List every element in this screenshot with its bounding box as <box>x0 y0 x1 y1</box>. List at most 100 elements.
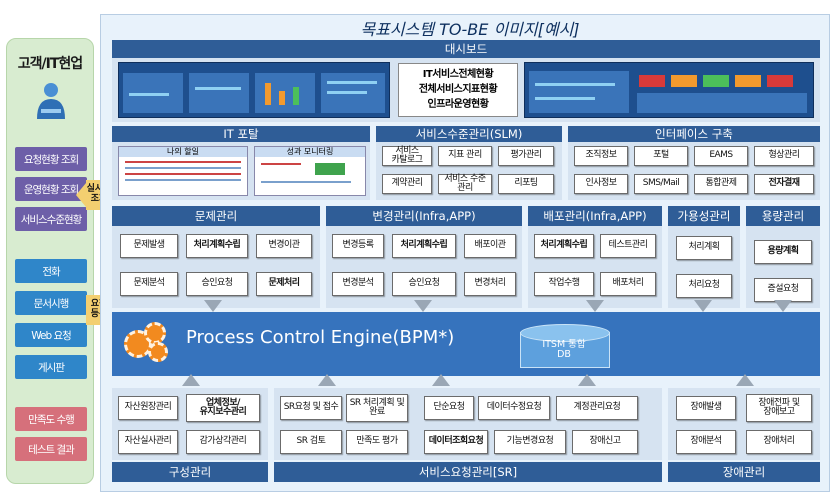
sr-incident-report[interactable]: 장애신고 <box>572 430 638 454</box>
interface-header: 인터페이스 구축 <box>568 126 820 142</box>
capacity-expansion-request[interactable]: 증설요청 <box>754 278 812 302</box>
portal-performance-title: 성과 모니터링 <box>255 147 365 157</box>
interface-eams[interactable]: EAMS <box>694 146 748 166</box>
slm-catalog[interactable]: 서비스 카탈로그 <box>382 146 432 166</box>
release-processing[interactable]: 배포처리 <box>600 272 656 296</box>
interface-sms-mail[interactable]: SMS/Mail <box>634 174 688 194</box>
slm-evaluation[interactable]: 평가관리 <box>498 146 554 166</box>
sr-account-request[interactable]: 계정관리요청 <box>556 396 638 420</box>
availability-plan[interactable]: 처리계획 <box>676 236 732 260</box>
process-engine-label: Process Control Engine(BPM*) <box>186 327 455 348</box>
config-asset-ledger[interactable]: 자산원장관리 <box>118 396 178 420</box>
itsm-db-label: ITSM 통합 DB <box>542 339 586 361</box>
dashboard-screenshot-left <box>118 62 390 118</box>
problem-header: 문제관리 <box>112 206 320 226</box>
problem-plan[interactable]: 처리계획수립 <box>186 234 248 258</box>
interface-portal[interactable]: 포털 <box>634 146 688 166</box>
release-plan[interactable]: 처리계획수립 <box>534 234 594 258</box>
problem-occurrence[interactable]: 문제발생 <box>120 234 178 258</box>
release-test-management[interactable]: 테스트관리 <box>600 234 656 258</box>
availability-header: 가용성관리 <box>668 206 740 226</box>
problem-processing[interactable]: 문제처리 <box>256 272 312 296</box>
slm-reporting[interactable]: 리포팅 <box>498 174 554 194</box>
release-header: 배포관리(Infra,APP) <box>528 206 662 226</box>
database-icon-top <box>520 324 610 342</box>
sr-satisfaction[interactable]: 만족도 평가 <box>346 430 408 454</box>
incident-processing[interactable]: 장애처리 <box>746 430 812 454</box>
gear-icon-tiny <box>148 342 168 362</box>
customer-panel: 고객/IT현업 요청현황 조회 운영현황 조회 서비스수준현황 전화 문서시행 … <box>6 38 94 484</box>
overview-line-2: 전체서비스지표현황 <box>418 84 498 95</box>
sr-data-query-request[interactable]: 데이터조회요청 <box>424 430 488 454</box>
arrow-up-incident <box>736 374 754 386</box>
sr-request-receipt[interactable]: SR요청 및 접수 <box>280 396 342 420</box>
process-engine-bar <box>112 312 820 376</box>
change-processing[interactable]: 변경처리 <box>464 272 516 296</box>
change-header: 변경관리(Infra,APP) <box>326 206 522 226</box>
sr-footer: 서비스요청관리[SR] <box>274 462 662 482</box>
portal-todo-panel: 나의 할일 <box>118 146 248 196</box>
capacity-plan[interactable]: 용량계획 <box>754 240 812 264</box>
slm-contract[interactable]: 계약관리 <box>382 174 432 194</box>
change-release-transfer[interactable]: 배포이관 <box>464 234 516 258</box>
config-asset-audit[interactable]: 자산실사관리 <box>118 430 178 454</box>
problem-change-transfer[interactable]: 변경이관 <box>256 234 312 258</box>
person-icon <box>37 83 65 119</box>
change-analysis[interactable]: 변경분석 <box>332 272 384 296</box>
sr-data-modify-request[interactable]: 데이터수정요청 <box>478 396 550 420</box>
problem-analysis[interactable]: 문제분석 <box>120 272 178 296</box>
sr-function-change-request[interactable]: 기능변경요청 <box>494 430 566 454</box>
incident-footer: 장애관리 <box>668 462 820 482</box>
left-item-request-status[interactable]: 요청현황 조회 <box>15 147 87 171</box>
incident-occurrence[interactable]: 장애발생 <box>676 396 736 420</box>
interface-org-info[interactable]: 조직정보 <box>574 146 628 166</box>
change-plan[interactable]: 처리계획수립 <box>392 234 456 258</box>
incident-analysis[interactable]: 장애분석 <box>676 430 736 454</box>
arrow-up-sr-1 <box>318 374 336 386</box>
arrow-down-change <box>414 300 432 312</box>
dashboard-screenshot-right <box>524 62 814 118</box>
config-vendor-maintenance[interactable]: 업체정보/ 유지보수관리 <box>186 394 260 422</box>
interface-integrated-control[interactable]: 통합관제 <box>694 174 748 194</box>
sr-review[interactable]: SR 검토 <box>280 430 342 454</box>
left-item-web-request[interactable]: Web 요청 <box>15 323 87 347</box>
release-task-execution[interactable]: 작업수행 <box>534 272 594 296</box>
slm-indicator[interactable]: 지표 관리 <box>438 146 492 166</box>
overview-line-3: 인프라운영현황 <box>427 99 489 110</box>
incident-propagation-report[interactable]: 장애전파 및 장애보고 <box>746 394 812 422</box>
left-item-document[interactable]: 문서시행 <box>15 291 87 315</box>
config-footer: 구성관리 <box>112 462 268 482</box>
callout-realtime-arrow <box>76 183 86 207</box>
left-item-phone[interactable]: 전화 <box>15 259 87 283</box>
left-item-service-level[interactable]: 서비스수준현황 <box>15 207 87 231</box>
gear-icon <box>124 330 152 358</box>
capacity-header: 용량관리 <box>746 206 820 226</box>
interface-hr-info[interactable]: 인사정보 <box>574 174 628 194</box>
change-register[interactable]: 변경등록 <box>332 234 384 258</box>
portal-performance-panel: 성과 모니터링 <box>254 146 366 196</box>
portal-todo-title: 나의 할일 <box>119 147 247 157</box>
it-portal-header: IT 포탈 <box>112 126 370 142</box>
arrow-down-release <box>586 300 604 312</box>
slm-level-management[interactable]: 서비스 수준 관리 <box>438 174 492 194</box>
left-item-board[interactable]: 게시판 <box>15 355 87 379</box>
left-item-test-result[interactable]: 테스트 결과 <box>15 437 87 461</box>
arrow-up-sr-3 <box>578 374 596 386</box>
left-item-satisfaction[interactable]: 만족도 수행 <box>15 407 87 431</box>
interface-e-approval[interactable]: 전자결재 <box>754 174 814 194</box>
availability-request[interactable]: 처리요청 <box>676 274 732 298</box>
arrow-up-sr-2 <box>432 374 450 386</box>
config-depreciation[interactable]: 감가상각관리 <box>186 430 260 454</box>
arrow-down-capacity <box>774 300 792 312</box>
arrow-down-availability <box>694 300 712 312</box>
change-approval-request[interactable]: 승인요청 <box>392 272 456 296</box>
problem-approval-request[interactable]: 승인요청 <box>186 272 248 296</box>
dashboard-overview-box: IT서비스전체현황 전체서비스지표현황 인프라운영현황 <box>398 63 518 117</box>
dashboard-header: 대시보드 <box>112 40 820 58</box>
interface-config-mgmt[interactable]: 형상관리 <box>754 146 814 166</box>
customer-panel-title: 고객/IT현업 <box>17 56 83 72</box>
sr-plan-complete[interactable]: SR 처리계획 및 완료 <box>346 394 408 422</box>
left-item-operation-status[interactable]: 운영현황 조회 <box>15 177 87 201</box>
sr-simple-request[interactable]: 단순요청 <box>424 396 474 420</box>
overview-line-1: IT서비스전체현황 <box>422 69 494 80</box>
